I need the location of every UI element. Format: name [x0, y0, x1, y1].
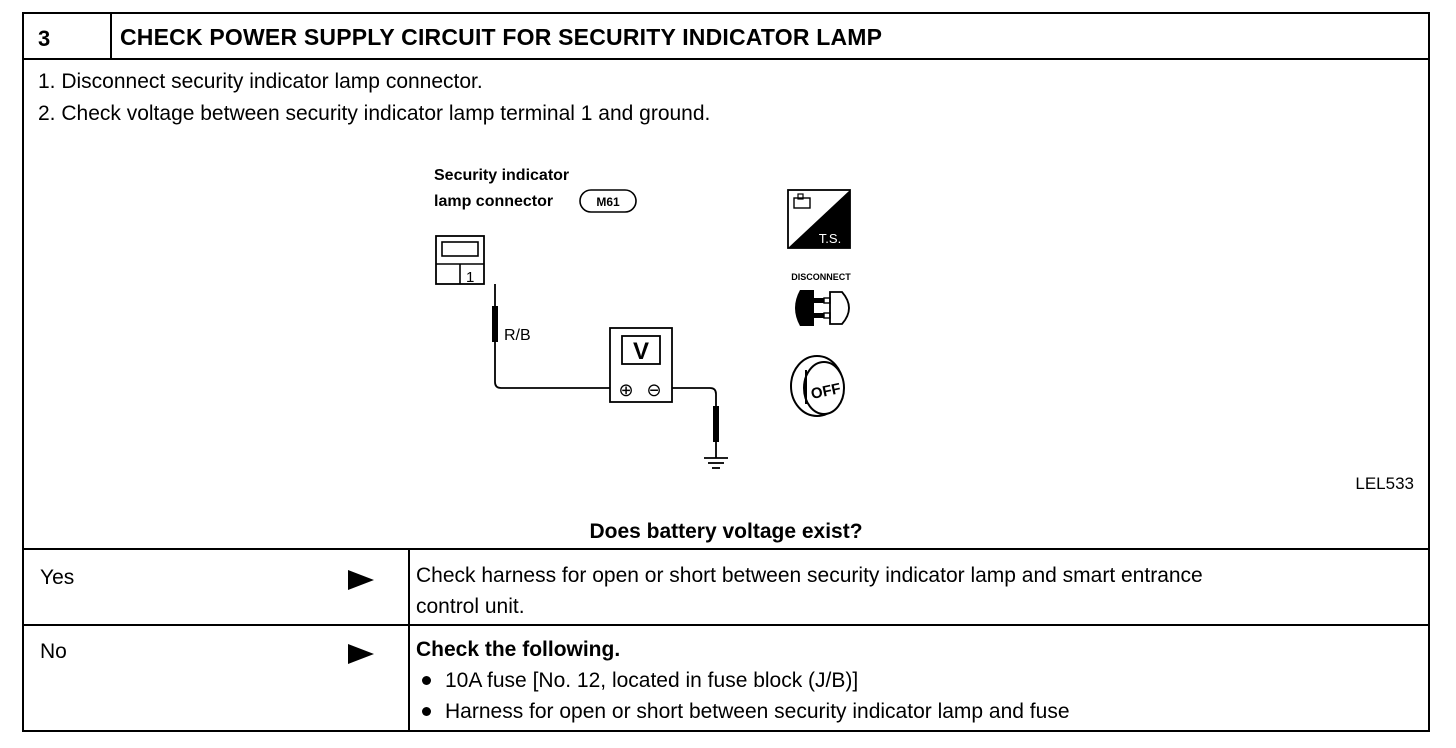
instruction-1: 1. Disconnect security indicator lamp co…	[38, 70, 483, 93]
no-action-item-2: Harness for open or short between securi…	[445, 700, 1070, 723]
yes-label: Yes	[40, 566, 75, 589]
probe-negative	[713, 406, 719, 442]
wiring-diagram: Security indicator lamp connector M61 1 …	[434, 167, 851, 469]
instruction-2: 2. Check voltage between security indica…	[38, 102, 711, 125]
meter-symbol: V	[633, 338, 649, 365]
connector-icon	[435, 235, 485, 285]
no-label: No	[40, 640, 67, 663]
positive-terminal: ⊕	[618, 380, 633, 401]
wire-color-label: R/B	[504, 327, 531, 344]
no-action-item-1: 10A fuse [No. 12, located in fuse block …	[445, 669, 859, 692]
step-number: 3	[38, 26, 51, 51]
header-divider	[24, 58, 1428, 60]
disconnect-label: DISCONNECT	[791, 272, 851, 282]
no-action: Check the following. 10A fuse [No. 12, l…	[416, 634, 1070, 727]
wire-to-meter	[494, 342, 610, 389]
terminal-number: 1	[466, 269, 474, 286]
connector-label-line2: lamp connector	[434, 193, 553, 210]
diagnostic-procedure-table: 3 CHECK POWER SUPPLY CIRCUIT FOR SECURIT…	[22, 12, 1430, 732]
ts-label: T.S.	[819, 231, 841, 246]
ignition-off-icon	[790, 355, 845, 417]
answer-divider	[24, 624, 1428, 626]
answer-column-divider	[408, 548, 410, 732]
step-title: CHECK POWER SUPPLY CIRCUIT FOR SECURITY …	[120, 24, 883, 50]
negative-terminal: ⊖	[646, 380, 661, 401]
bullet-icon	[422, 707, 431, 716]
header-column-divider	[110, 14, 112, 58]
connector-code: M61	[596, 195, 620, 209]
list-item: Harness for open or short between securi…	[416, 696, 1070, 727]
ground-icon	[704, 457, 728, 469]
yes-action-line2: control unit.	[416, 595, 525, 618]
figure-reference: LEL533	[1355, 474, 1414, 493]
test-tool-icon	[787, 189, 851, 249]
connector-label-line1: Security indicator	[434, 167, 569, 184]
ignition-off-label: OFF	[809, 380, 842, 403]
connector-code-oval	[579, 189, 637, 213]
question-divider	[24, 548, 1428, 550]
wire-to-ground	[672, 387, 717, 406]
question: Does battery voltage exist?	[589, 520, 863, 543]
list-item: 10A fuse [No. 12, located in fuse block …	[416, 665, 1070, 696]
yes-arrow-icon	[348, 570, 374, 590]
voltmeter-icon	[609, 327, 673, 403]
no-action-heading: Check the following.	[416, 638, 621, 661]
disconnect-icon	[795, 290, 850, 326]
no-arrow-icon	[348, 644, 374, 664]
yes-action-line1: Check harness for open or short between …	[416, 564, 1203, 587]
bullet-icon	[422, 676, 431, 685]
probe-positive	[492, 306, 498, 342]
yes-action: Check harness for open or short between …	[416, 560, 1203, 622]
